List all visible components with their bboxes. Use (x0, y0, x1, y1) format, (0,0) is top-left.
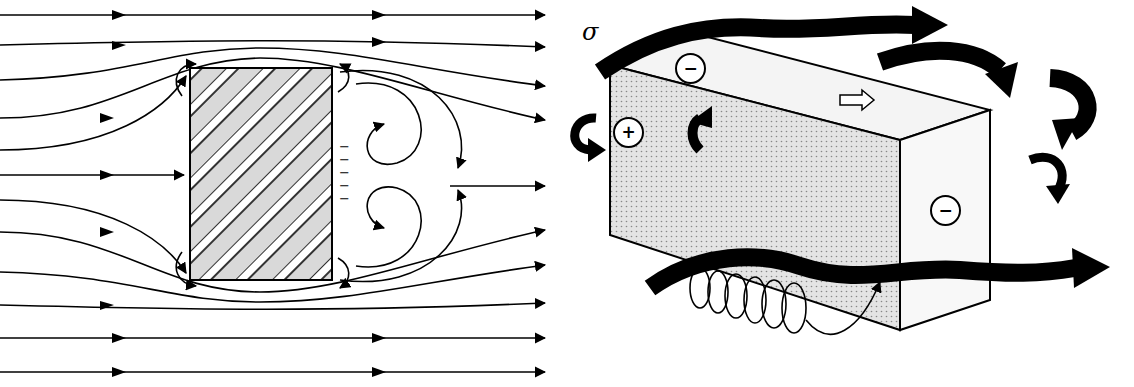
sign-text: + (621, 124, 635, 141)
sign-text: − (683, 60, 697, 77)
curl-heads (588, 138, 1070, 204)
small-arrow (840, 90, 874, 110)
negative-pressure-marker: − (930, 195, 961, 226)
flow-ribbons (600, 24, 1088, 288)
sign-text: − (938, 202, 952, 219)
pressure-sign: − (339, 192, 350, 205)
pressure-sign: − (339, 166, 350, 179)
flow-arrowheads (100, 10, 386, 377)
pressure-sign: − (339, 179, 350, 192)
symbol-label: σ (582, 20, 598, 44)
pressure-sign: − (339, 153, 350, 166)
streamlines (0, 15, 545, 372)
square-cylinder (190, 68, 332, 280)
positive-pressure-marker: + (613, 117, 644, 148)
curl-arrows (575, 118, 1062, 190)
prism-end-face (900, 110, 990, 330)
negative-pressure-marker: − (675, 53, 706, 84)
ribbon-heads (690, 6, 1110, 288)
pressure-sign: − (339, 140, 350, 153)
